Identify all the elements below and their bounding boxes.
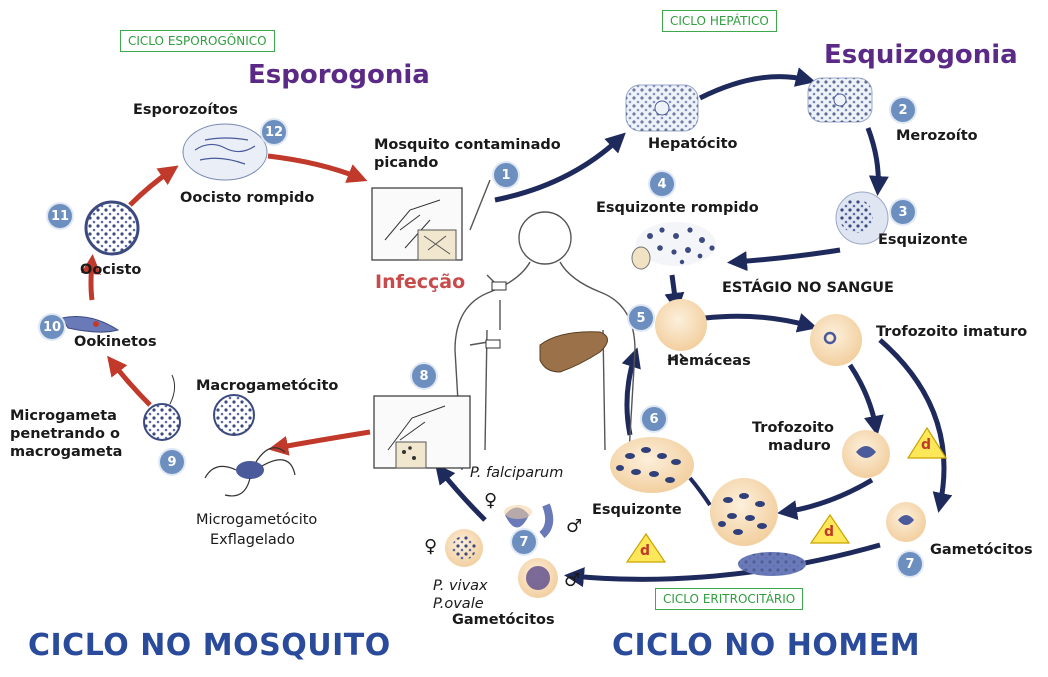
ciclo-no-mosquito-title: CICLO NO MOSQUITO <box>28 628 391 663</box>
microgametocito-label-2: Exflagelado <box>210 532 295 549</box>
microgameta-label-1: Microgameta <box>10 408 117 425</box>
arrow-to-ookinetos <box>112 362 150 405</box>
d-mark-2: d <box>824 524 834 541</box>
esquizonte-rompido-label: Esquizonte rompido <box>596 200 759 217</box>
step-badge-7-left: 7 <box>512 530 536 554</box>
microgameta-label-2: penetrando o <box>10 426 120 443</box>
p-ovale-label: P.ovale <box>433 596 484 613</box>
step-badge-8: 8 <box>412 364 436 388</box>
arrow-to-oocisto-rompido <box>130 170 172 205</box>
arrow-to-esquizonte-rompido <box>735 250 840 262</box>
esquizogonia-title: Esquizogonia <box>824 40 1018 70</box>
trofozoito-maduro-label-1: Trofozoito <box>752 420 834 437</box>
hemaceas-label: Hemáceas <box>667 353 751 370</box>
step-badge-10: 10 <box>40 315 64 339</box>
p-falciparum-label: P. falciparum <box>470 465 563 482</box>
step-badge-5: 5 <box>629 306 653 330</box>
p-vivax-label: P. vivax <box>433 578 488 595</box>
human-silhouette <box>455 180 635 470</box>
arrow-to-gametocitos-bottom <box>572 545 880 579</box>
hepatocito-label: Hepatócito <box>648 136 738 153</box>
step-badge-1: 1 <box>494 163 518 187</box>
infeccao-label: Infecção <box>375 271 465 293</box>
mosquito-contaminado-label: Mosquito contaminado <box>374 137 561 154</box>
arrow-link-esquizonte <box>690 478 710 505</box>
oocisto-label: Oocisto <box>80 262 141 279</box>
arrow-to-trofozoito-maduro <box>850 365 876 428</box>
arrow-oocisto-to-mosquito <box>268 156 360 178</box>
bite-marker-2 <box>486 340 500 348</box>
gametocitos-bottom-label: Gametócitos <box>452 612 555 629</box>
esporozoitos-label: Esporozoítos <box>133 102 238 119</box>
step-badge-6: 6 <box>642 407 666 431</box>
step-badge-2: 2 <box>891 98 915 122</box>
d-mark-1: d <box>921 437 931 454</box>
bite-marker <box>492 282 506 290</box>
mosquito-biting-box-top <box>372 188 462 260</box>
arrow-to-esquizonte <box>868 128 878 188</box>
arrow-to-merozoito <box>700 77 808 98</box>
ciclo-hepatico-box: CICLO HEPÁTICO <box>662 10 777 32</box>
step-badge-11: 11 <box>48 204 72 228</box>
oocisto-rompido-label: Oocisto rompido <box>180 190 314 207</box>
arrow-mosquito-to-gametocytes <box>276 432 370 448</box>
gametocitos-right-label: Gametócitos <box>930 542 1033 559</box>
merozoito-label: Merozoíto <box>896 128 978 145</box>
female-symbol-falciparum: ♀ <box>484 492 497 509</box>
d-mark-3: d <box>640 543 650 560</box>
estagio-sangue-label: ESTÁGIO NO SANGUE <box>722 280 894 297</box>
male-symbol-vivax: ♂ <box>564 572 580 589</box>
macrogametocito-label: Macrogametócito <box>196 378 338 395</box>
esporogonia-title: Esporogonia <box>248 60 430 90</box>
ciclo-no-homem-title: CICLO NO HOMEM <box>612 628 920 663</box>
step-badge-3: 3 <box>891 200 915 224</box>
female-symbol-vivax: ♀ <box>424 538 437 555</box>
arrow-to-esquizonte-sangue <box>785 480 872 512</box>
microgametocito-label-1: Microgametócito <box>196 512 317 529</box>
arrow-to-gametocitos <box>880 340 944 505</box>
esquizonte-sangue-label: Esquizonte <box>592 502 682 519</box>
ciclo-eritrocitario-box: CICLO ERITROCITÁRIO <box>655 588 803 610</box>
step-badge-7-right: 7 <box>898 552 922 576</box>
ciclo-esporogonico-box: CICLO ESPOROGÔNICO <box>120 30 275 52</box>
ookinetos-label: Ookinetos <box>74 334 157 351</box>
microgameta-label-3: macrogameta <box>10 444 122 461</box>
mosquito-biting-box-bottom <box>374 396 470 468</box>
trofozoito-maduro-label-2: maduro <box>768 438 831 455</box>
liver-icon <box>540 332 608 372</box>
picando-label: picando <box>374 155 438 172</box>
male-symbol-falciparum: ♂ <box>566 518 582 535</box>
trofozoito-imaturo-label: Trofozoito imaturo <box>876 324 1027 341</box>
step-badge-4: 4 <box>650 172 674 196</box>
esquizonte-hepatico-label: Esquizonte <box>878 232 968 249</box>
arrow-to-trofozoito-imaturo <box>705 316 810 326</box>
step-badge-9: 9 <box>160 450 184 474</box>
step-badge-12: 12 <box>262 120 286 144</box>
